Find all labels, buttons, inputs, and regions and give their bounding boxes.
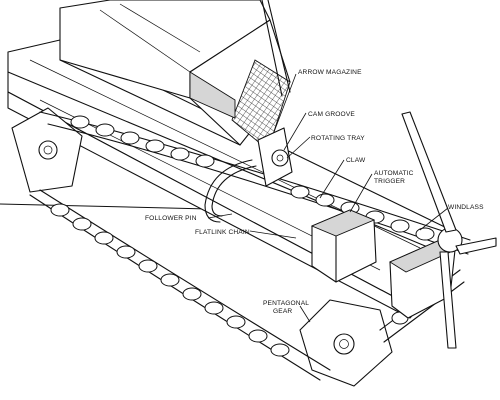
label-pentagonal-gear-line2: GEAR xyxy=(273,308,292,315)
right-pentagonal-gear xyxy=(299,299,393,387)
arrow-shaft xyxy=(267,0,291,93)
left-pentagonal-gear xyxy=(11,107,83,193)
arrow-magazine xyxy=(59,0,291,151)
windlass xyxy=(401,111,497,349)
label-flatlink-chain: FLATLINK CHAIN xyxy=(195,229,250,236)
label-windlass: WINDLASS xyxy=(448,204,484,211)
label-automatic-trigger-line1: AUTOMATIC xyxy=(374,170,414,177)
label-automatic-trigger-line2: TRIGGER xyxy=(374,178,405,185)
lower-end-block xyxy=(389,239,456,319)
label-rotating-tray: ROTATING TRAY xyxy=(311,135,365,142)
follower-pin-arm xyxy=(204,159,253,223)
leader-lines xyxy=(207,73,449,323)
label-follower-pin: FOLLOWER PIN xyxy=(145,215,197,222)
label-claw: CLAW xyxy=(346,157,366,164)
claw-trigger-block xyxy=(310,209,377,283)
label-cam-groove: CAM GROOVE xyxy=(308,111,355,118)
label-pentagonal-gear-line1: PENTAGONAL xyxy=(263,300,309,307)
arrow-shaft xyxy=(261,0,283,97)
rotating-tray xyxy=(257,127,293,187)
label-arrow-magazine: ARROW MAGAZINE xyxy=(298,69,362,76)
